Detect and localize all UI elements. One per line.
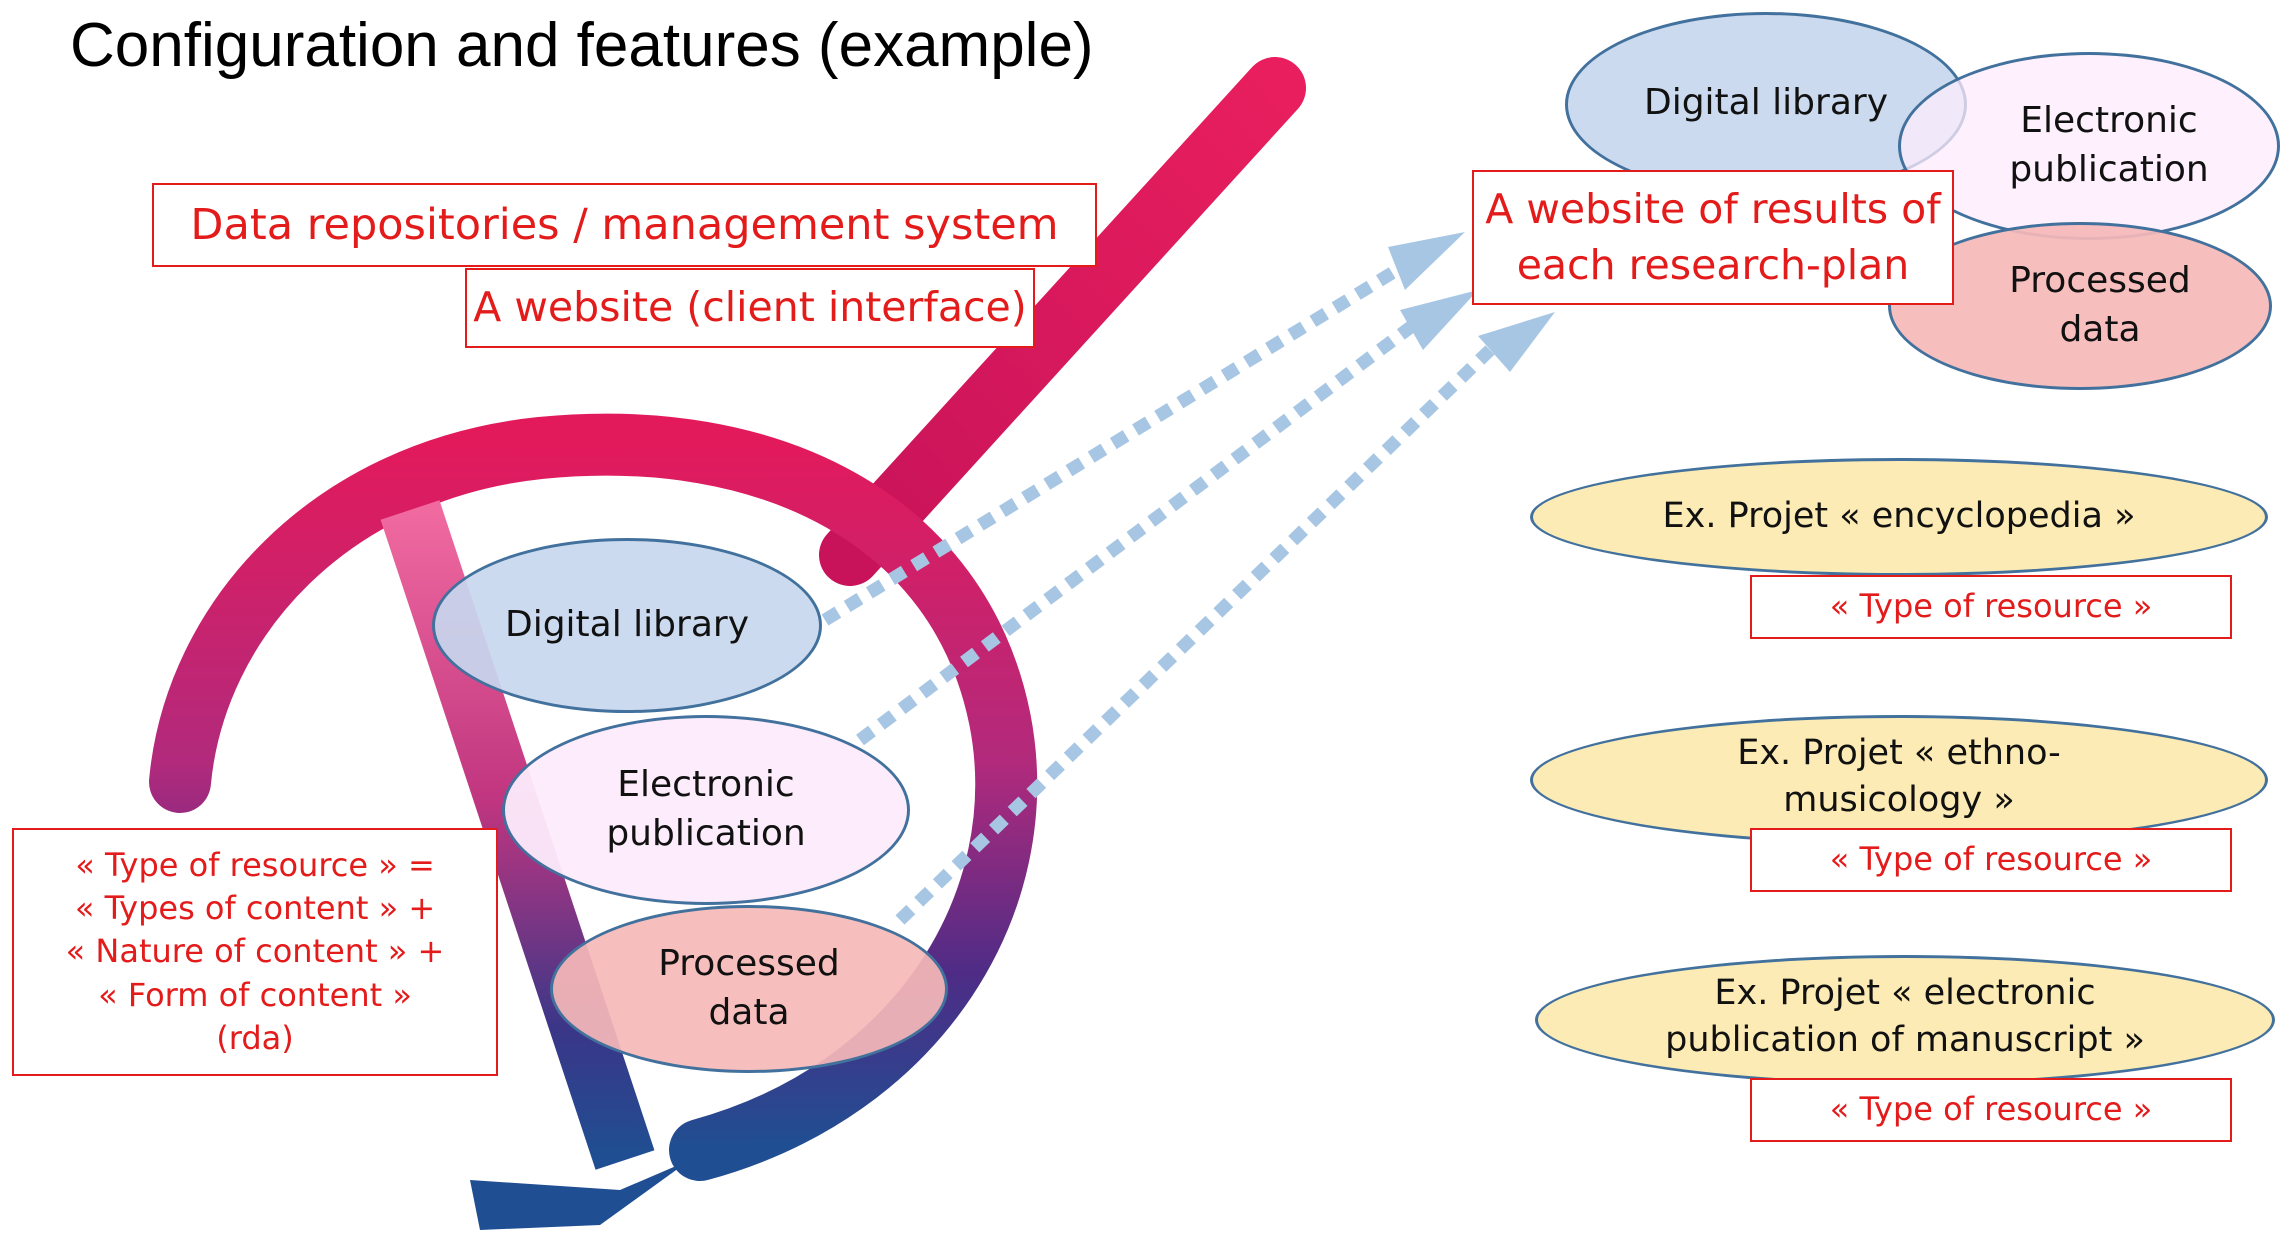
ellipse-digital-library-left: Digital library [432, 538, 822, 713]
project-electronic-publication-manuscript-type: « Type of resource » [1750, 1078, 2232, 1142]
project-ethnomusicology-type: « Type of resource » [1750, 828, 2232, 892]
project-ethnomusicology: Ex. Projet « ethno-musicology » [1530, 715, 2268, 845]
arrow-digital-library [821, 259, 1409, 626]
project-encyclopedia: Ex. Projet « encyclopedia » [1530, 458, 2268, 576]
client-website-label: A website (client interface) [465, 268, 1035, 348]
logo-tip [470, 1160, 690, 1230]
arrow-processed-data [895, 345, 1495, 925]
type-definition-box: « Type of resource » = « Types of conten… [12, 828, 498, 1076]
logo-handle [819, 57, 1306, 586]
project-encyclopedia-type: « Type of resource » [1750, 575, 2232, 639]
page-title: Configuration and features (example) [70, 11, 1094, 80]
repositories-label: Data repositories / management system [152, 183, 1097, 267]
dotted-arrows [821, 232, 1555, 925]
arrow-electronic-publication [856, 314, 1424, 746]
